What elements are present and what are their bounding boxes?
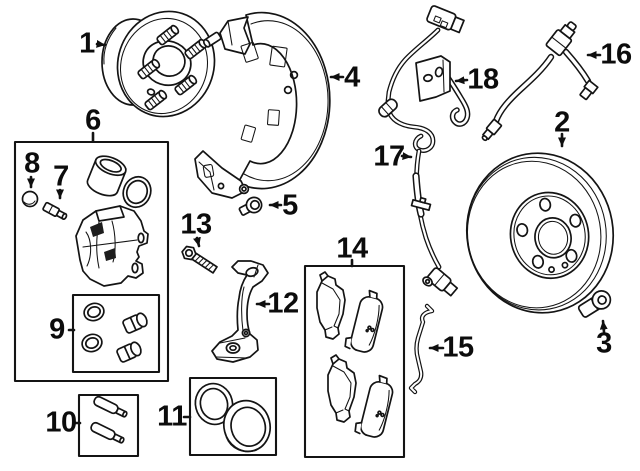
- shield-bottom-tab: [194, 150, 247, 199]
- harness-connector: [426, 5, 465, 34]
- brake-rotor-drawing: [465, 152, 615, 314]
- callout-8-bleeder-cap[interactable]: 8: [24, 147, 40, 180]
- callout-15-pad-clip[interactable]: 15: [442, 331, 474, 364]
- shield-screw-drawing: [238, 183, 263, 216]
- harness-grommet: [378, 98, 398, 118]
- callout-7-bleeder-screw[interactable]: 7: [53, 160, 69, 193]
- harness-clip: [410, 196, 432, 212]
- callout-17-arrow: [400, 152, 413, 161]
- callout-11-piston-kit[interactable]: 11: [157, 400, 187, 433]
- callout-2-rotor[interactable]: 2: [554, 106, 570, 139]
- callout-5-shield-screw[interactable]: 5: [282, 189, 298, 222]
- callout-6-caliper-kit[interactable]: 6: [85, 104, 101, 137]
- callout-16-brake-hose[interactable]: 16: [600, 38, 632, 71]
- callout-17-abs-harness[interactable]: 17: [373, 140, 405, 173]
- piston-seal-drawing: [122, 175, 152, 209]
- brake-caliper-drawing: [75, 205, 149, 287]
- shield-top-tab: [202, 16, 251, 55]
- hose-bracket-drawing: [415, 55, 471, 127]
- bleeder-cap-drawing: [21, 190, 39, 208]
- callout-1-wheel-hub[interactable]: 1: [79, 27, 95, 60]
- bleeder-screw-drawing: [42, 201, 68, 221]
- callout-13-bolt[interactable]: 13: [180, 208, 212, 241]
- callout-1-arrow: [95, 39, 107, 48]
- callout-13-arrow: [193, 236, 201, 248]
- callout-14-pad-set[interactable]: 14: [336, 232, 368, 265]
- piston-kit-box: [188, 376, 278, 457]
- guide-pin-kit-box: [77, 393, 140, 458]
- callout-arrows: [27, 39, 608, 425]
- wheel-hub-bearing-drawing: [101, 10, 216, 118]
- rotor-screw-drawing: [577, 290, 612, 318]
- abs-sensor-harness-drawing: [378, 5, 465, 297]
- splash-shield-drawing: [194, 11, 331, 199]
- callout-18-arrow: [454, 76, 469, 85]
- caliper-seal-kit-box: [71, 293, 161, 374]
- abs-sensor-head: [422, 267, 459, 297]
- caliper-bracket-drawing: [211, 260, 269, 363]
- callout-10-pin-kit[interactable]: 10: [45, 406, 77, 439]
- caliper-piston-drawing: [86, 155, 127, 197]
- caliper-kit-box: [13, 140, 170, 383]
- callout-12-bracket[interactable]: 12: [267, 287, 299, 320]
- callout-18-hose-bracket[interactable]: 18: [467, 63, 499, 96]
- brake-pad-set-box: [303, 264, 406, 459]
- callout-4-splash-shield[interactable]: 4: [344, 61, 360, 94]
- pad-clip-drawing: [408, 303, 435, 395]
- callout-9-seal-kit[interactable]: 9: [49, 313, 65, 346]
- callout-3-arrow: [599, 319, 608, 334]
- brake-hose-drawing: [481, 21, 599, 142]
- caliper-bolt-drawing: [181, 245, 218, 274]
- callout-3-rotor-screw[interactable]: 3: [596, 327, 612, 360]
